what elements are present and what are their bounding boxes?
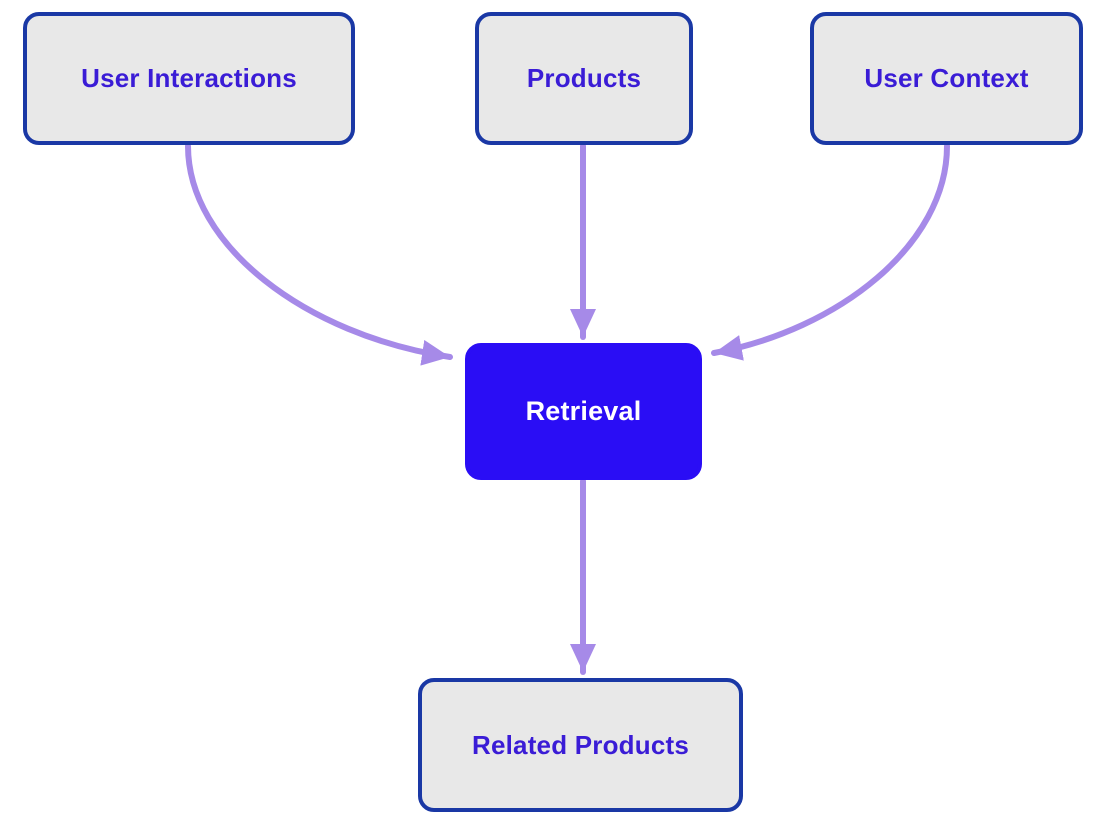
node-user-interactions: User Interactions [23, 12, 355, 145]
node-related-products-label: Related Products [471, 729, 690, 760]
node-retrieval-label: Retrieval [525, 396, 642, 426]
node-user-interactions-label: User Interactions [81, 63, 297, 93]
node-products: Products [475, 12, 693, 145]
node-user-context: User Context [810, 12, 1083, 145]
node-user-context-label: User Context [864, 63, 1029, 93]
edge-user-context-to-retrieval [711, 143, 950, 361]
edge-user-interactions-to-retrieval [185, 143, 453, 366]
node-retrieval: Retrieval [465, 343, 702, 480]
node-related-products: Related Products [418, 678, 743, 812]
node-products-label: Products [526, 63, 642, 93]
